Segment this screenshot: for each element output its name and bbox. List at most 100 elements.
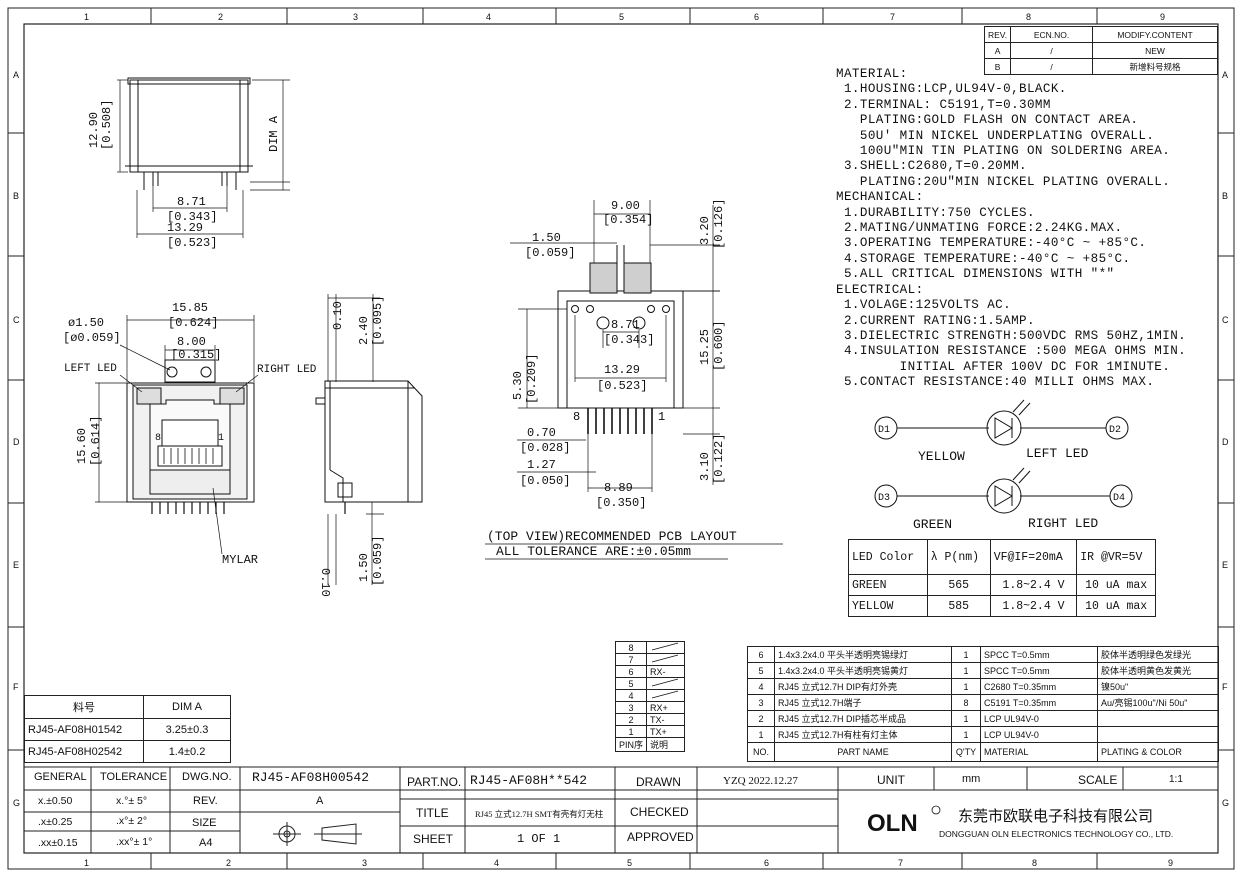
bom-cell: C2680 T=0.35mm <box>980 678 1098 695</box>
dim-label: [0.095] <box>371 296 385 346</box>
title-value: RJ45 立式12.7H SMT有壳有灯无柱 <box>475 809 604 819</box>
zone-row-label: D <box>13 437 20 447</box>
pin-row: 8 <box>614 641 685 654</box>
led-table-cell: 10 uA max <box>1076 574 1156 596</box>
bom-row: 2 RJ45 立式12.7H DIP插芯半成品 1 LCP UL94V-0 <box>747 710 1219 727</box>
bom-cell: SPCC T=0.5mm <box>980 662 1098 679</box>
dim-label: [0.600] <box>712 321 726 371</box>
tolerance-value: x.±0.50 <box>38 795 73 807</box>
dim-label: [ø0.059] <box>63 331 121 345</box>
drawn-label: DRAWN <box>636 775 681 789</box>
pin-label: 8 <box>155 433 161 444</box>
left-led-label: LEFT LED <box>1026 446 1089 461</box>
right-led-label: RIGHT LED <box>1028 516 1098 531</box>
tolerance-value: .x°± 2° <box>116 815 148 827</box>
spec-line: 5.ALL CRITICAL DIMENSIONS WITH "*" <box>836 267 1115 282</box>
dim-label: [0.523] <box>167 236 217 250</box>
zone-col-label: 8 <box>1026 12 1031 22</box>
bom-header-row: NO. PART NAME Q'TY MATERIAL PLATING & CO… <box>747 742 1219 762</box>
pin-number: 6 <box>614 665 648 678</box>
bom-table: 6 1.4x3.2x4.0 平头半透明亮锡绿灯 1 SPCC T=0.5mm 胶… <box>747 646 1219 762</box>
bom-cell: 2 <box>747 710 775 727</box>
title-block-frame <box>24 766 1218 853</box>
bom-row: 6 1.4x3.2x4.0 平头半透明亮锡绿灯 1 SPCC T=0.5mm 胶… <box>747 646 1219 663</box>
dim-label: [0.343] <box>604 333 654 347</box>
bom-cell: 胶体半透明绿色发绿光 <box>1097 646 1219 663</box>
bom-cell <box>1097 710 1219 727</box>
bom-cell: C5191 T=0.35mm <box>980 694 1098 711</box>
bom-cell: 1 <box>747 726 775 743</box>
d1-node: D1 <box>878 425 890 436</box>
dim-label: [0.350] <box>596 496 646 510</box>
dim-label: 3.20 <box>698 216 712 245</box>
spec-line: 4.INSULATION RESISTANCE :500 MEGA OHMS M… <box>836 344 1187 359</box>
dim-label: [0.059] <box>525 246 575 260</box>
zone-col-label: 4 <box>486 12 491 22</box>
zone-col-label: 2 <box>218 12 223 22</box>
dim-label: 0.70 <box>527 426 556 440</box>
dim-label: 0.10 <box>318 568 332 597</box>
pin-number: 5 <box>614 677 648 690</box>
bom-cell: 1.4x3.2x4.0 平头半透明亮锡绿灯 <box>774 646 952 663</box>
bom-cell: 6 <box>747 646 775 663</box>
green-label: GREEN <box>913 517 952 532</box>
title-label: TITLE <box>416 806 449 820</box>
bom-header: PLATING & COLOR <box>1097 742 1219 762</box>
rev-value: A <box>316 795 324 807</box>
spec-line: 1.HOUSING:LCP,UL94V-0,BLACK. <box>836 82 1067 97</box>
led-spec-table: LED Color λ P(nm) VF@IF=20mA IR @VR=5V G… <box>848 539 1156 617</box>
zone-col-label: 5 <box>627 858 632 868</box>
spec-line: 3.DIELECTRIC STRENGTH:500VDC RMS 50HZ,1M… <box>836 328 1187 343</box>
size-value: A4 <box>199 837 213 849</box>
zone-col-label: 9 <box>1168 858 1173 868</box>
led-table-cell: 565 <box>926 574 991 596</box>
unit-value: mm <box>962 773 981 785</box>
pin-desc: TX+ <box>646 725 685 738</box>
drawn-value: YZQ 2022.12.27 <box>723 775 798 787</box>
pin-footer: PIN序 <box>614 737 648 752</box>
oln-logo: OLN <box>867 805 941 837</box>
dim-label: 15.85 <box>172 301 208 315</box>
top-view-dims: 12.90 [0.508] DIM A 8.71 [0.343] 13.29 [… <box>87 100 281 250</box>
dim-label: [0.122] <box>712 434 726 484</box>
spec-line: 1.DURABILITY:750 CYCLES. <box>836 205 1035 220</box>
revision-header: REV. <box>983 26 1012 43</box>
bom-header: PART NAME <box>774 742 952 762</box>
spec-line: 4.STORAGE TEMPERATURE:-40°C ~ +85°C. <box>836 251 1131 266</box>
pin-row: 5 <box>614 677 685 690</box>
dim-label: 8.71 <box>611 318 640 332</box>
led-table-row: GREEN 565 1.8~2.4 V 10 uA max <box>848 574 1156 596</box>
scale-label: SCALE <box>1078 773 1118 787</box>
pin-number: 4 <box>614 689 648 702</box>
spec-line: 2.MATING/UNMATING FORCE:2.24KG.MAX. <box>836 221 1123 236</box>
revision-row: B / 新增料号规格 <box>983 58 1218 75</box>
zone-row-label: F <box>13 682 19 692</box>
tolerance-value: .xx±0.15 <box>38 837 78 849</box>
pin-desc <box>646 689 685 702</box>
part-table-row: RJ45-AF08H02542 1.4±0.2 <box>24 740 231 763</box>
bom-row: 5 1.4x3.2x4.0 平头半透明亮锡黄灯 1 SPCC T=0.5mm 胶… <box>747 662 1219 679</box>
dim-label: 0.10 <box>331 301 345 330</box>
rev-label: REV. <box>193 795 218 807</box>
pin-label: 8 <box>573 410 580 424</box>
spec-line: 3.SHELL:C2680,T=0.20MM. <box>836 159 1027 174</box>
pin-number: 8 <box>614 641 648 654</box>
dim-label: 8.71 <box>177 195 206 209</box>
scale-value: 1:1 <box>1169 774 1183 785</box>
front-view <box>95 315 259 555</box>
bom-row: 4 RJ45 立式12.7H DIP有灯外壳 1 C2680 T=0.35mm … <box>747 678 1219 695</box>
part-table-cell: 3.25±0.3 <box>143 718 231 741</box>
part-table-row: RJ45-AF08H01542 3.25±0.3 <box>24 718 231 741</box>
zone-col-label: 9 <box>1160 12 1165 22</box>
dim-label: 5.30 <box>511 371 525 400</box>
revision-cell: A <box>983 42 1012 59</box>
dwg-no-value: RJ45-AF08H00542 <box>252 770 370 785</box>
pin-desc <box>646 677 685 690</box>
led-table-cell: YELLOW <box>848 595 928 617</box>
pin-label: 1 <box>658 410 665 424</box>
zone-col-label: 4 <box>494 858 499 868</box>
zone-col-label: 5 <box>619 12 624 22</box>
